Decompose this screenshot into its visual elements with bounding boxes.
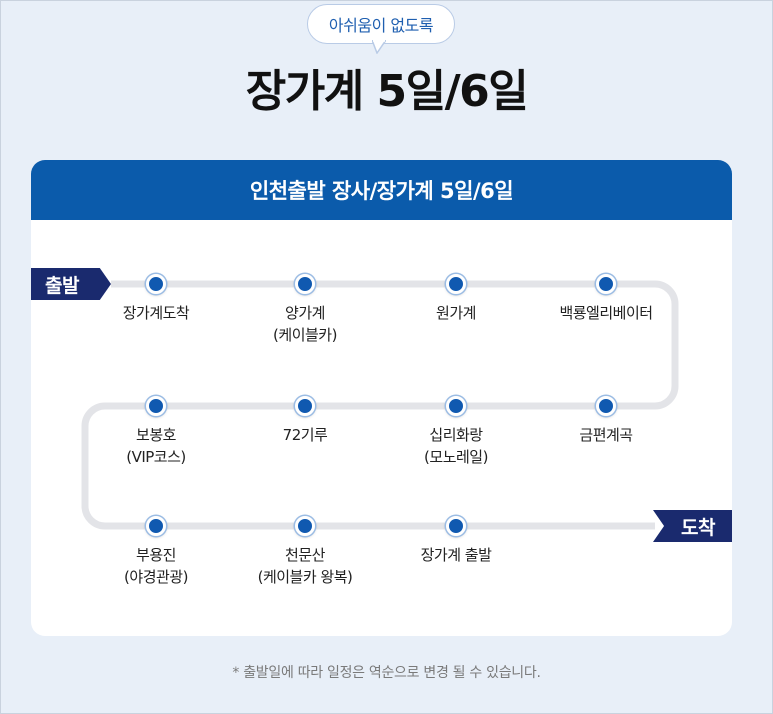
end-tag: 도착 <box>653 510 732 542</box>
stop-golden-whip-stream: 금편계곡 <box>531 396 681 446</box>
footnote: * 출발일에 따라 일정은 역순으로 변경 될 수 있습니다. <box>232 665 541 681</box>
page-title: 장가계 5일/6일 <box>245 66 529 117</box>
start-tag-label: 출발 <box>45 274 79 297</box>
stop-label: 십리화랑 <box>429 426 483 444</box>
stop-zhangjiajie-arrival: 장가계도착 <box>81 274 231 324</box>
stop-dot <box>295 516 315 536</box>
stop-label: 금편계곡 <box>579 426 633 444</box>
stop-dot <box>446 274 466 294</box>
stop-dot <box>446 516 466 536</box>
speech-bubble-tail <box>372 40 386 54</box>
stop-dot <box>146 396 166 416</box>
stop-label: 장가계 출발 <box>420 546 492 564</box>
stop-sublabel: (케이블카 왕복) <box>257 568 353 586</box>
stop-label: 72기루 <box>282 426 328 444</box>
itinerary-header: 인천출발 장사/장가계 5일/6일 <box>31 160 732 220</box>
stop-dot <box>295 396 315 416</box>
stop-yuanjiajie: 원가계 <box>381 274 531 324</box>
stop-baofeng-lake: 보봉호 (VIP코스) <box>81 396 231 468</box>
stop-sublabel: (야경관광) <box>124 568 188 586</box>
stop-tianmen-mountain: 천문산 (케이블카 왕복) <box>230 516 380 588</box>
stop-label: 천문산 <box>285 546 325 564</box>
stop-furong-town: 부용진 (야경관광) <box>81 516 231 588</box>
stop-72-towers: 72기루 <box>230 396 380 446</box>
stop-label: 양가계 <box>285 304 325 322</box>
speech-bubble: 아쉬움이 없도록 <box>307 4 455 44</box>
stop-label: 장가계도착 <box>122 304 190 322</box>
stop-sublabel: (모노레일) <box>424 448 488 466</box>
stop-dot <box>596 396 616 416</box>
stop-label: 원가계 <box>436 304 476 322</box>
stop-dot <box>446 396 466 416</box>
stop-dot <box>295 274 315 294</box>
stop-dot <box>596 274 616 294</box>
stop-sublabel: (케이블카) <box>273 326 337 344</box>
stop-ten-mile-gallery: 십리화랑 (모노레일) <box>381 396 531 468</box>
stop-bailong-elevator: 백룡엘리베이터 <box>531 274 681 324</box>
end-tag-label: 도착 <box>681 516 715 539</box>
stop-label: 보봉호 <box>136 426 176 444</box>
stop-zhangjiajie-departure: 장가계 출발 <box>381 516 531 566</box>
stop-label: 백룡엘리베이터 <box>559 304 653 322</box>
speech-bubble-text: 아쉬움이 없도록 <box>328 16 434 35</box>
stop-label: 부용진 <box>136 546 176 564</box>
stop-yangjiajie: 양가계 (케이블카) <box>230 274 380 346</box>
stop-sublabel: (VIP코스) <box>126 448 186 466</box>
stop-dot <box>146 274 166 294</box>
stop-dot <box>146 516 166 536</box>
start-tag: 출발 <box>31 268 111 300</box>
